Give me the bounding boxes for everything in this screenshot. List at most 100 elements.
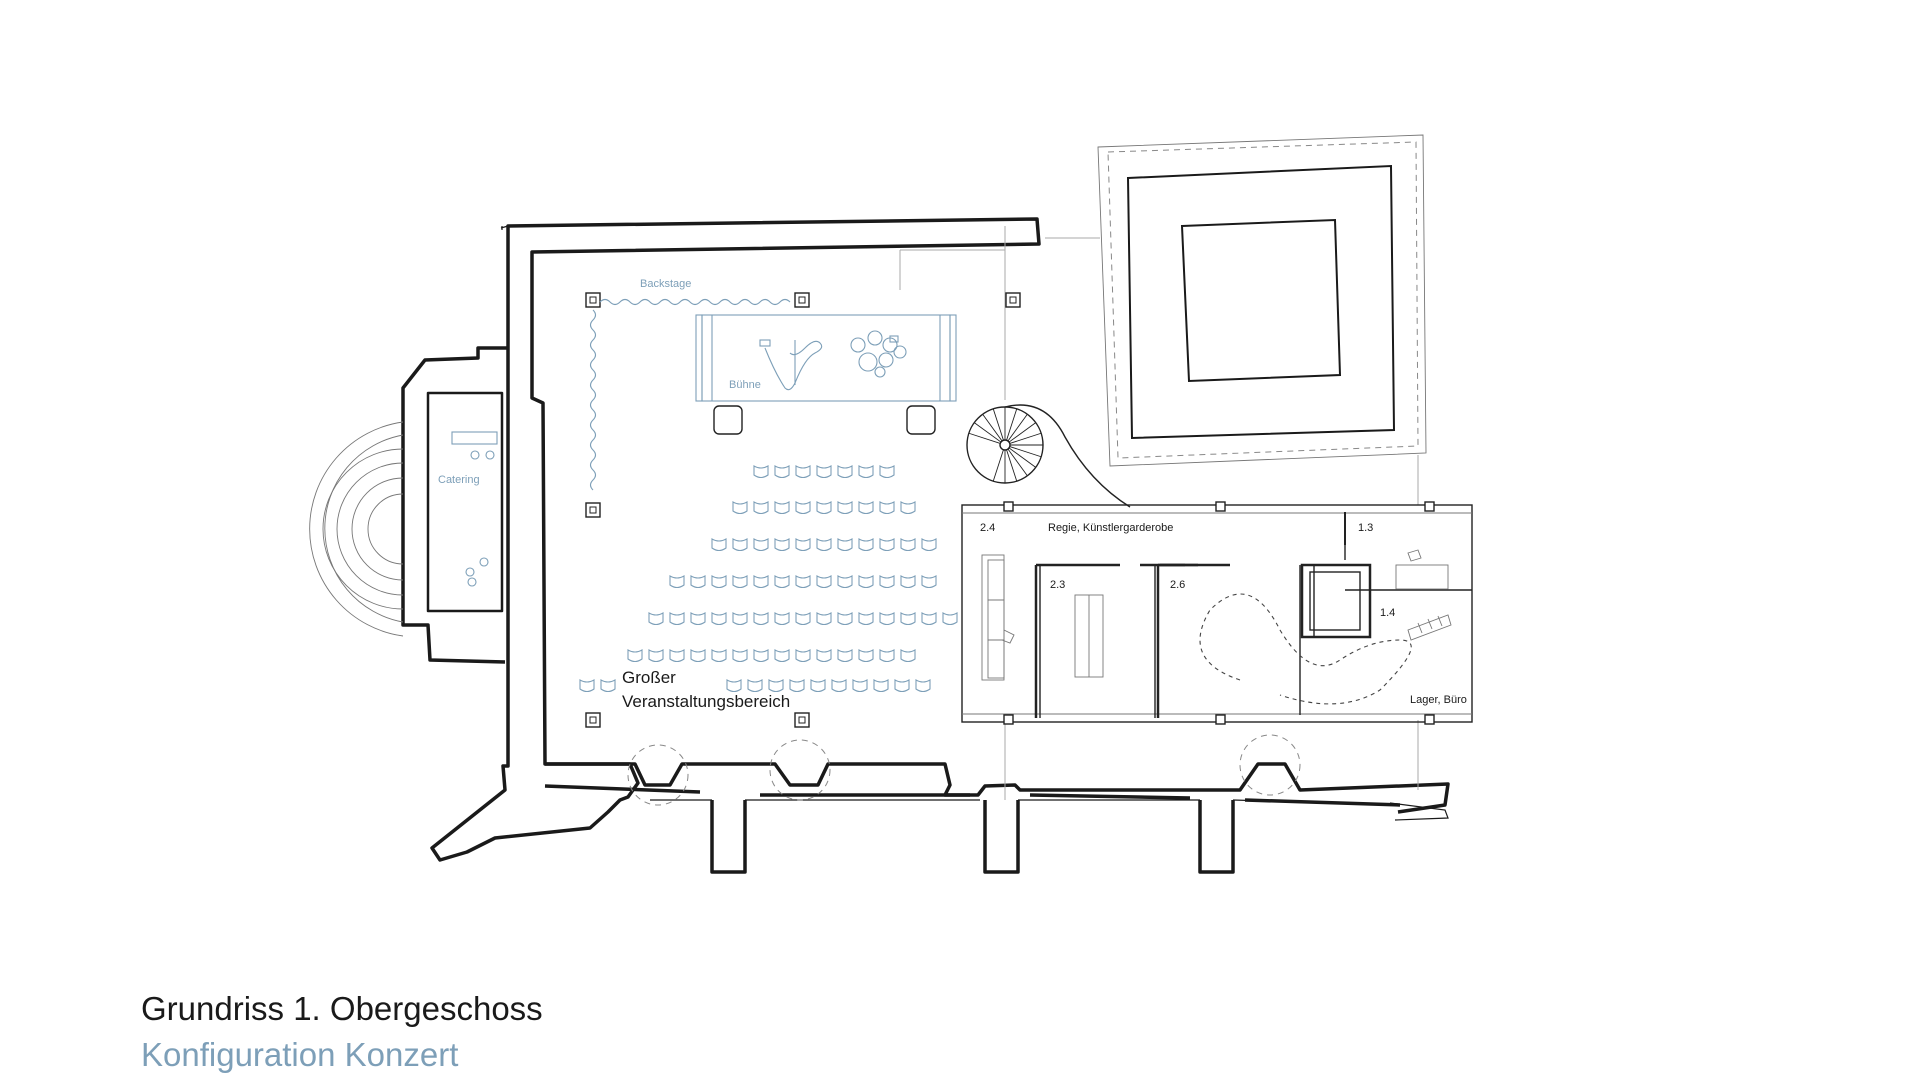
seat (879, 465, 895, 479)
stair-tread (1006, 449, 1018, 482)
seat (795, 501, 811, 515)
seat (690, 649, 706, 663)
seat (915, 679, 931, 693)
seat (894, 679, 910, 693)
seat (816, 501, 832, 515)
seat (627, 649, 643, 663)
seat (768, 679, 784, 693)
seat (648, 612, 664, 626)
seat (732, 538, 748, 552)
stair-tread (1006, 408, 1018, 441)
stair-tread (982, 413, 1003, 442)
seat (648, 649, 664, 663)
seat (753, 575, 769, 589)
seat (879, 575, 895, 589)
seat (711, 538, 727, 552)
seat (789, 679, 805, 693)
seat (852, 679, 868, 693)
seat (858, 612, 874, 626)
seat (774, 501, 790, 515)
seat (858, 465, 874, 479)
stair-tread (992, 408, 1004, 441)
label-room-2-3: 2.3 (1050, 579, 1065, 591)
seat (816, 538, 832, 552)
label-main-hall-line2: Veranstaltungsbereich (622, 692, 790, 711)
label-room-1-4: 1.4 (1380, 607, 1395, 619)
seat (921, 538, 937, 552)
drawing-subtitle: Konfiguration Konzert (141, 1036, 459, 1073)
seat (732, 575, 748, 589)
seat (873, 679, 889, 693)
seat (837, 501, 853, 515)
seat (774, 465, 790, 479)
seat (732, 501, 748, 515)
label-main-hall-line1: Großer (622, 668, 676, 687)
seat (774, 538, 790, 552)
seat (774, 649, 790, 663)
seat (579, 679, 595, 693)
label-regie: Regie, Künstlergarderobe (1048, 522, 1173, 534)
seat (753, 612, 769, 626)
columns (585, 292, 1021, 728)
seat (921, 612, 937, 626)
seat (795, 575, 811, 589)
seat (879, 538, 895, 552)
east-rooms (961, 501, 1473, 725)
seat (816, 612, 832, 626)
seat (816, 465, 832, 479)
west-steps (309, 421, 498, 637)
seat (732, 612, 748, 626)
stair-tread (1009, 432, 1042, 444)
seat (858, 575, 874, 589)
plan-labels: Backstage Bühne Catering Großer Veransta… (438, 278, 1467, 711)
stair-tread (1009, 446, 1042, 458)
seat (858, 649, 874, 663)
seat (900, 575, 916, 589)
seat (816, 575, 832, 589)
seat (879, 612, 895, 626)
label-catering: Catering (438, 474, 480, 486)
stair-tread (1007, 413, 1028, 442)
seat (690, 612, 706, 626)
seat (879, 649, 895, 663)
stair-tread (992, 449, 1004, 482)
seat (753, 501, 769, 515)
label-lager: Lager, Büro (1410, 694, 1467, 706)
seat (837, 538, 853, 552)
seat (810, 679, 826, 693)
label-backstage: Backstage (640, 278, 691, 290)
seat (900, 612, 916, 626)
seat (837, 575, 853, 589)
seat (747, 679, 763, 693)
label-buehne: Bühne (729, 379, 761, 391)
seat (690, 575, 706, 589)
seat (795, 465, 811, 479)
seat (669, 649, 685, 663)
seat (900, 649, 916, 663)
seat (753, 649, 769, 663)
seat (774, 575, 790, 589)
label-room-2-6: 2.6 (1170, 579, 1185, 591)
seat (837, 465, 853, 479)
stair-tread (973, 422, 1002, 443)
stair-tread (1008, 447, 1037, 468)
seat (837, 612, 853, 626)
stair-tread (968, 432, 1001, 444)
seat (795, 538, 811, 552)
seat (795, 612, 811, 626)
seat (816, 649, 832, 663)
audience-seating (579, 465, 958, 693)
seat (732, 649, 748, 663)
label-room-1-3: 1.3 (1358, 522, 1373, 534)
seat (858, 538, 874, 552)
tower-block (1045, 134, 1427, 505)
spiral-stair (966, 404, 1131, 508)
seat (711, 649, 727, 663)
label-room-2-4: 2.4 (980, 522, 995, 534)
seat (900, 501, 916, 515)
seat (774, 612, 790, 626)
seat (711, 575, 727, 589)
seat (837, 649, 853, 663)
seat (858, 501, 874, 515)
